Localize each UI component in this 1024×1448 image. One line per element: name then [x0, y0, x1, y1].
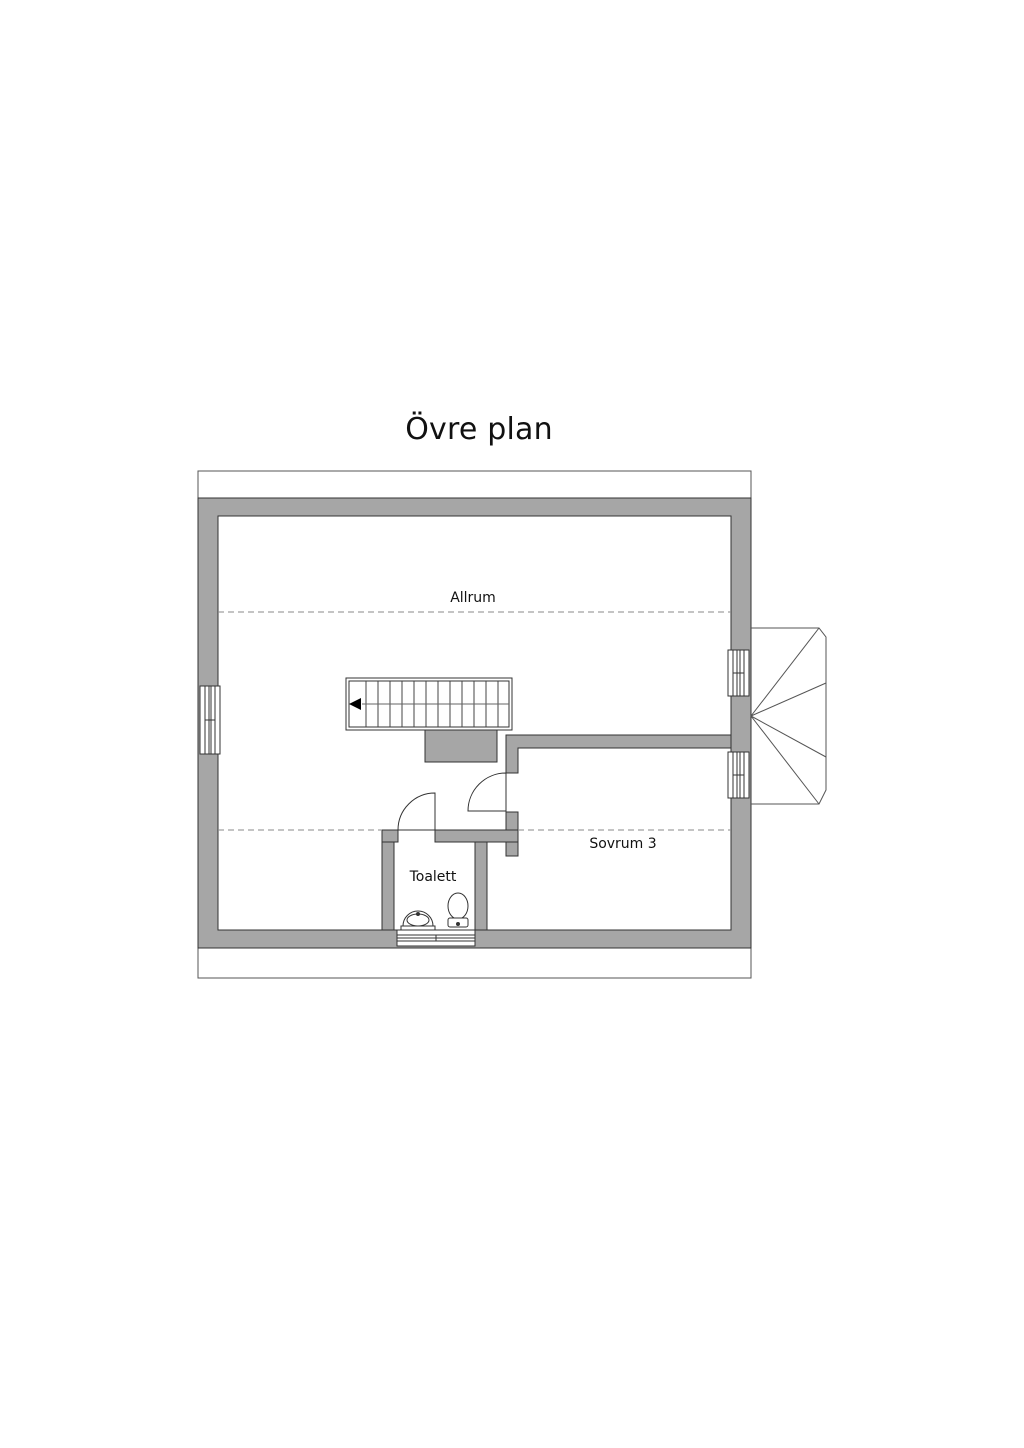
stair-landing: [424, 729, 498, 763]
toilet-icon: [447, 892, 469, 928]
dormer-roof: [750, 627, 827, 805]
window-east-lower: [727, 751, 750, 799]
toilet-door: [397, 792, 436, 831]
room-label-sovrum: Sovrum 3: [589, 836, 656, 852]
toilet-wall-top-left: [381, 829, 399, 843]
room-label-allrum: Allrum: [450, 590, 496, 606]
roof-eave-bottom: [197, 947, 752, 979]
window-east-upper: [727, 649, 750, 697]
toilet-wall-left: [381, 829, 395, 931]
slope-lines: [218, 611, 731, 831]
sink-icon: [400, 910, 436, 931]
toilet-wall-right: [474, 829, 488, 931]
outer-walls: [197, 497, 752, 949]
window-west: [199, 685, 221, 755]
door-swing-icon: [397, 772, 507, 831]
roof-eave-top: [197, 470, 752, 499]
interior-wall-bedroom-top: [505, 734, 732, 774]
room-label-toalett: Toalett: [409, 869, 457, 885]
toilet-wall-top: [434, 829, 519, 843]
stair-direction-arrow-icon: [349, 698, 361, 710]
window-toilet: [396, 929, 476, 947]
plan-title: Övre plan: [405, 412, 553, 447]
staircase-icon: [345, 677, 513, 731]
bedroom-door: [467, 772, 507, 812]
window-icon: [199, 649, 750, 947]
